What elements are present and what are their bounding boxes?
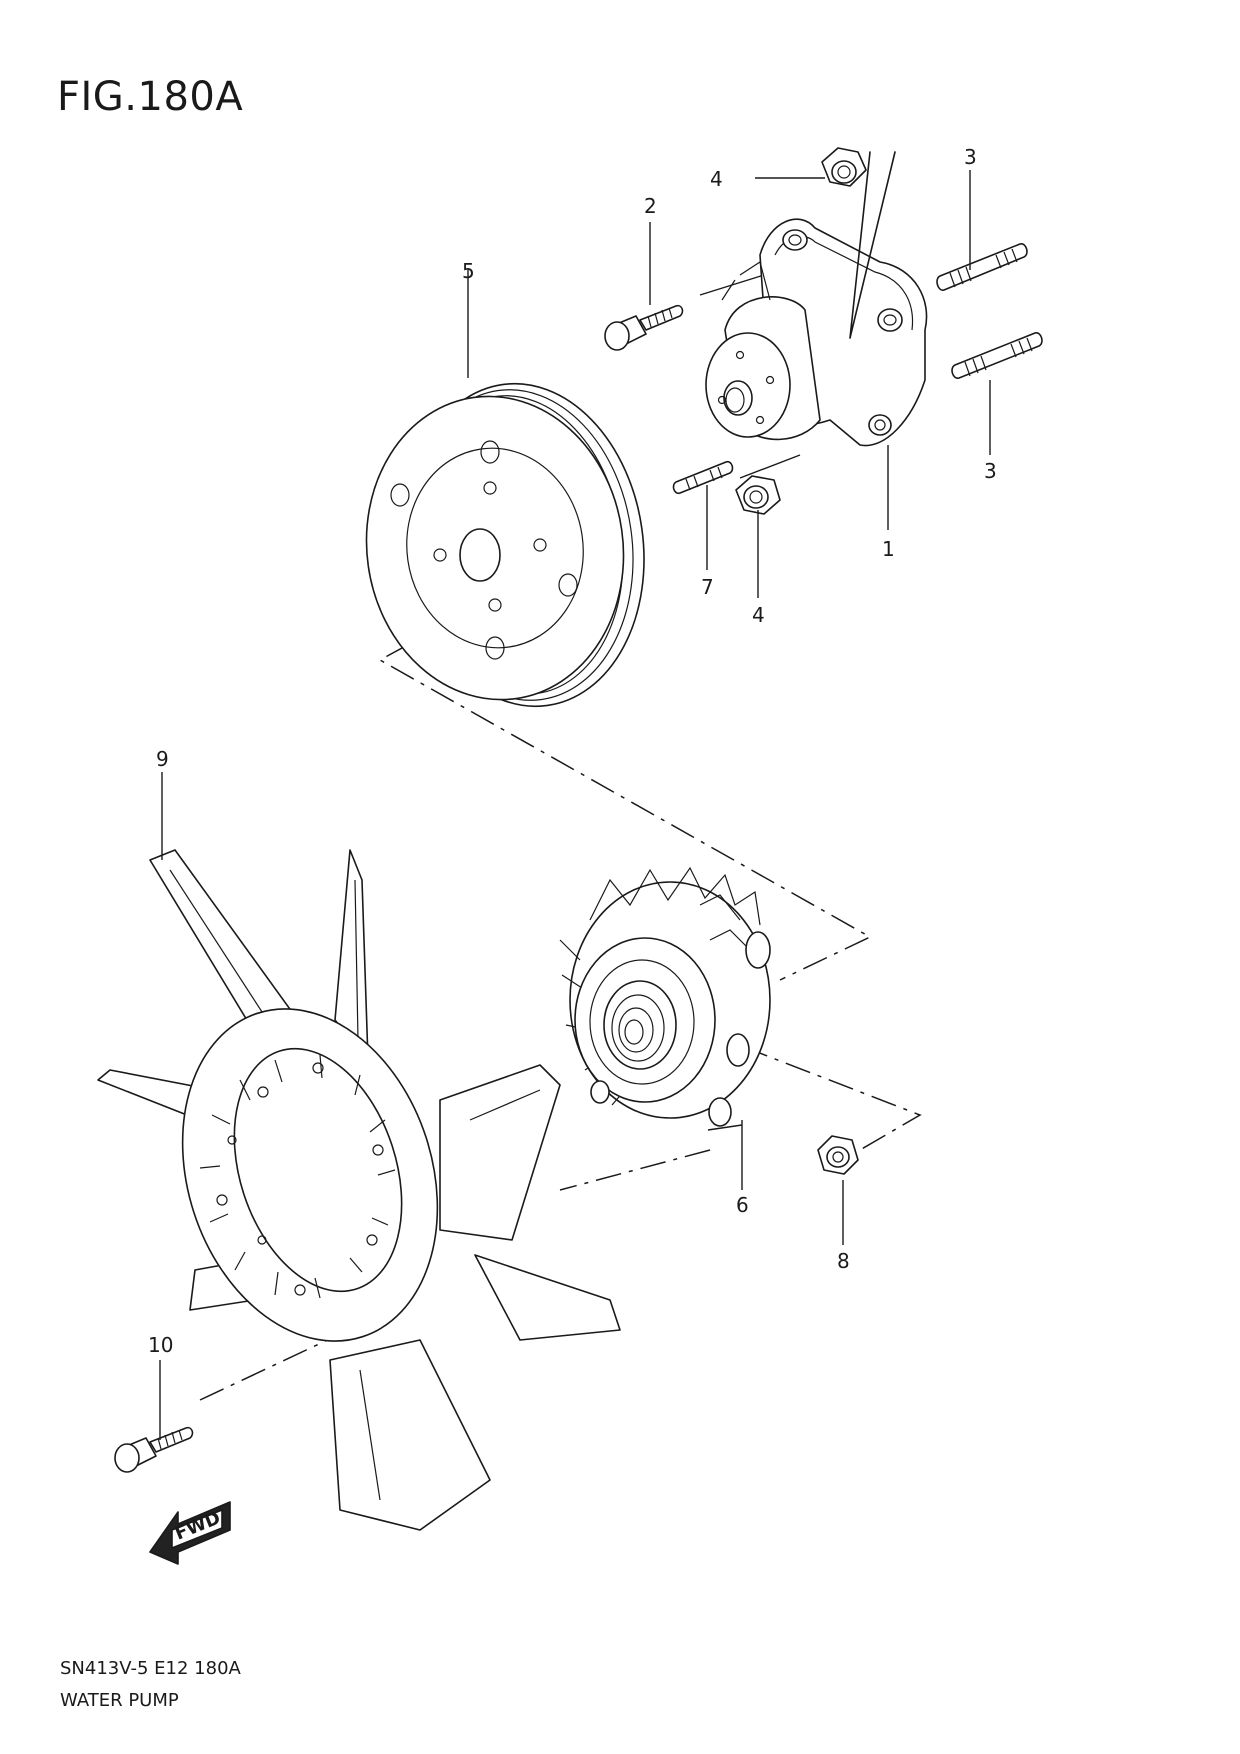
callout-10: 10 [148,1333,173,1357]
callout-numbers: 1 2 3 3 4 4 5 6 7 8 9 10 [148,145,997,1357]
diagram-code: SN413V-5 E12 180A [60,1658,241,1679]
diagram-name: WATER PUMP [60,1690,179,1711]
callout-9: 9 [156,747,169,771]
fan-bolt-10 [114,1426,194,1473]
stud-3-upper [936,243,1028,291]
nut-4-upper [821,147,867,187]
callout-6: 6 [736,1193,749,1217]
pulley-5 [365,382,645,708]
callout-3-upper: 3 [964,145,977,169]
callout-4-upper: 4 [710,167,723,191]
stud-3-lower [951,332,1043,379]
callout-7: 7 [701,575,714,599]
callout-1: 1 [882,537,895,561]
cooling-fan-9 [97,849,621,1531]
flange-bolt-2 [604,304,684,351]
fan-clutch-6 [559,866,771,1127]
figure-title: FIG.180A [57,74,244,120]
water-pump-body [705,151,928,447]
callout-8: 8 [837,1249,850,1273]
callout-2: 2 [644,194,657,218]
stud-7 [672,460,734,495]
callout-3-lower: 3 [984,459,997,483]
nut-4-lower [735,475,781,515]
fwd-direction-arrow: FWD [149,1501,231,1565]
nut-8 [817,1135,859,1175]
callout-4-lower: 4 [752,603,765,627]
callout-5: 5 [462,259,475,283]
callout-leaders [159,170,991,1440]
